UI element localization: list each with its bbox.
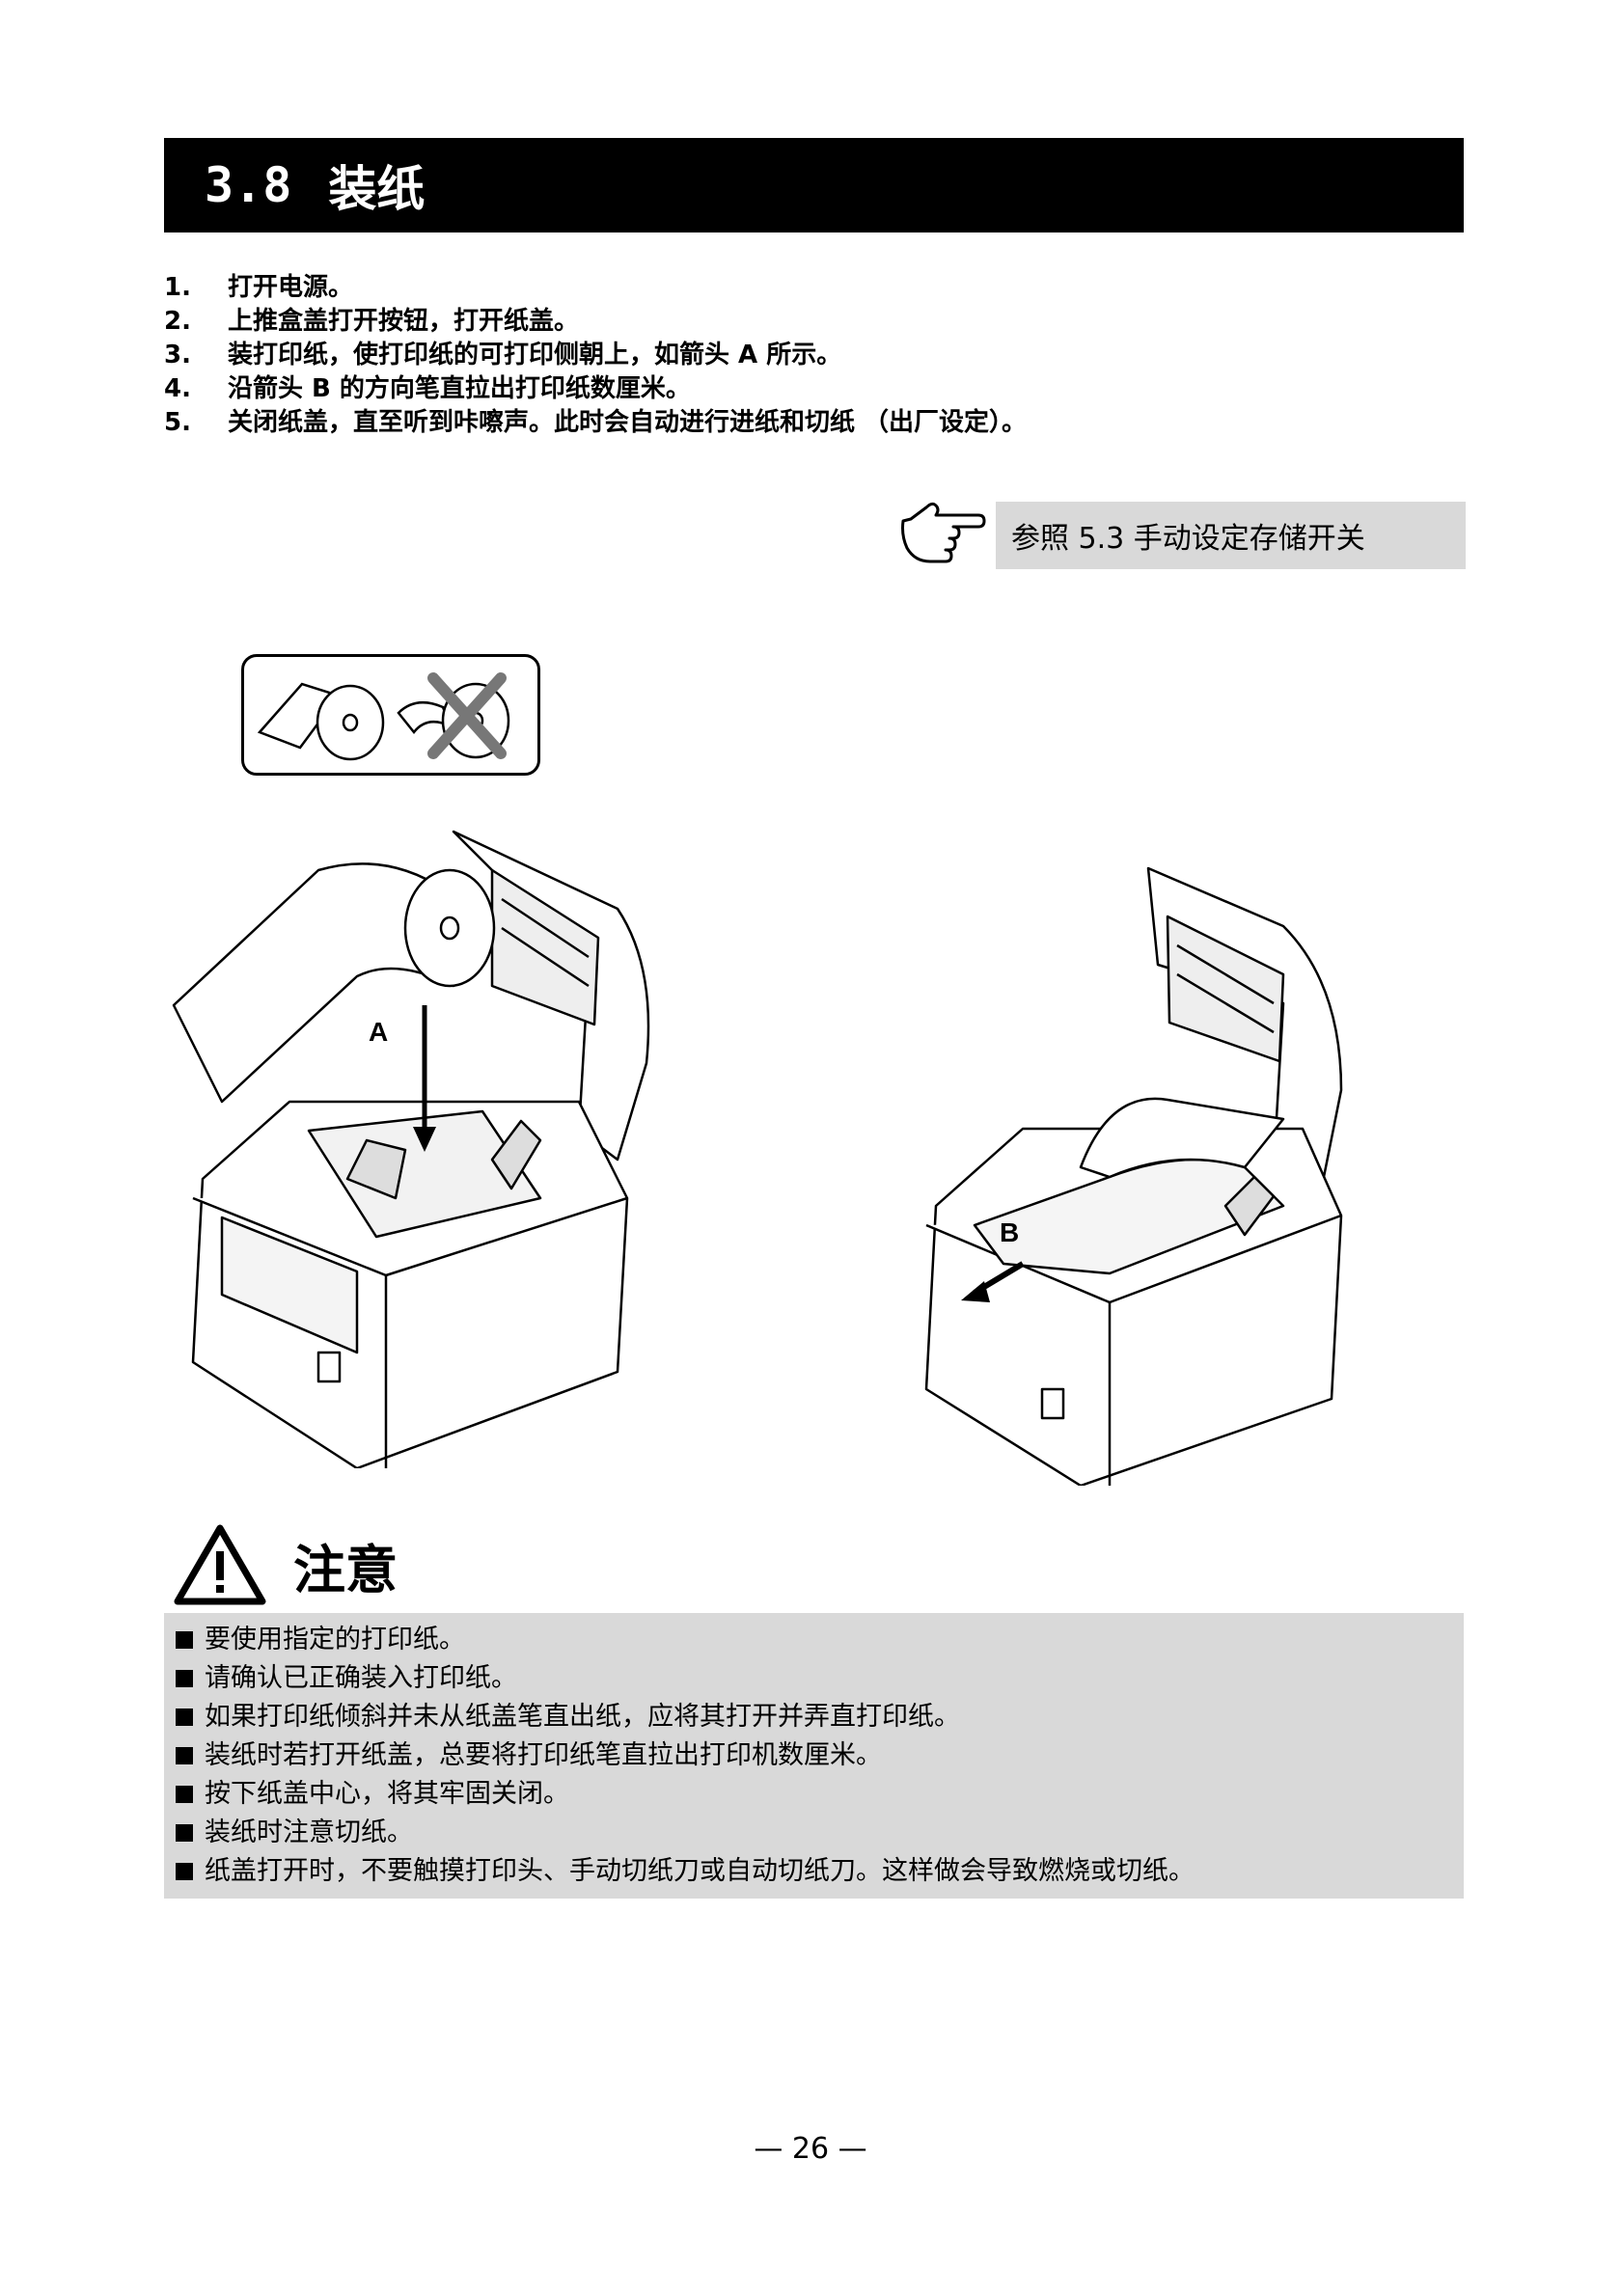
page-number: — 26 — (754, 2132, 867, 2166)
cross-mark-icon (427, 672, 507, 759)
bullet-square-icon (176, 1631, 193, 1649)
section-title: 装纸 (328, 161, 426, 217)
printer-pulling-illustration: B (917, 859, 1457, 1488)
paper-orientation-box (241, 654, 540, 776)
step-item: 4.沿箭头 B 的方向笔直拉出打印纸数厘米。 (164, 374, 691, 403)
bullet-square-icon (176, 1863, 193, 1880)
paper-roll-illustration (257, 672, 510, 761)
step-item: 3.装打印纸，使打印纸的可打印侧朝上，如箭头 A 所示。 (164, 341, 842, 369)
bullet-square-icon (176, 1670, 193, 1687)
caution-list: 要使用指定的打印纸。 请确认已正确装入打印纸。 如果打印纸倾斜并未从纸盖笔直出纸… (164, 1613, 1464, 1899)
warning-triangle-icon (174, 1524, 266, 1605)
caution-title: 注意 (293, 1539, 398, 1600)
arrow-a-label: A (369, 1017, 389, 1047)
steps-list: 1.打开电源。 2.上推盒盖打开按钮，打开纸盖。 3.装打印纸，使打印纸的可打印… (164, 271, 1027, 440)
caution-item: 装纸时若打开纸盖，总要将打印纸笔直拉出打印机数厘米。 (176, 1736, 1464, 1775)
bullet-square-icon (176, 1747, 193, 1764)
caution-item: 请确认已正确装入打印纸。 (176, 1659, 1464, 1698)
caution-item: 如果打印纸倾斜并未从纸盖笔直出纸，应将其打开并弄直打印纸。 (176, 1698, 1464, 1736)
step-item: 2.上推盒盖打开按钮，打开纸盖。 (164, 307, 580, 336)
caution-item: 按下纸盖中心，将其牢固关闭。 (176, 1775, 1464, 1814)
section-number: 3.8 (205, 157, 292, 213)
section-title-bar: 3.8 装纸 (164, 138, 1464, 232)
bullet-square-icon (176, 1786, 193, 1803)
bullet-square-icon (176, 1824, 193, 1842)
caution-item: 装纸时注意切纸。 (176, 1814, 1464, 1852)
step-item: 1.打开电源。 (164, 273, 354, 302)
reference-note: 参照 5.3 手动设定存储开关 (897, 502, 1466, 569)
reference-text: 参照 5.3 手动设定存储开关 (996, 502, 1466, 569)
arrow-b-label: B (1000, 1217, 1020, 1247)
correct-roll-icon (257, 682, 385, 761)
caution-item: 要使用指定的打印纸。 (176, 1621, 1464, 1659)
caution-item: 纸盖打开时，不要触摸打印头、手动切纸刀或自动切纸刀。这样做会导致燃烧或切纸。 (176, 1852, 1464, 1891)
bullet-square-icon (176, 1708, 193, 1726)
step-item: 5.关闭纸盖，直至听到咔嚓声。此时会自动进行进纸和切纸 （出厂设定）。 (164, 408, 1028, 437)
pointing-hand-icon (901, 502, 986, 563)
caution-header: 注意 (174, 1524, 398, 1605)
printer-loading-illustration: A (164, 812, 704, 1470)
